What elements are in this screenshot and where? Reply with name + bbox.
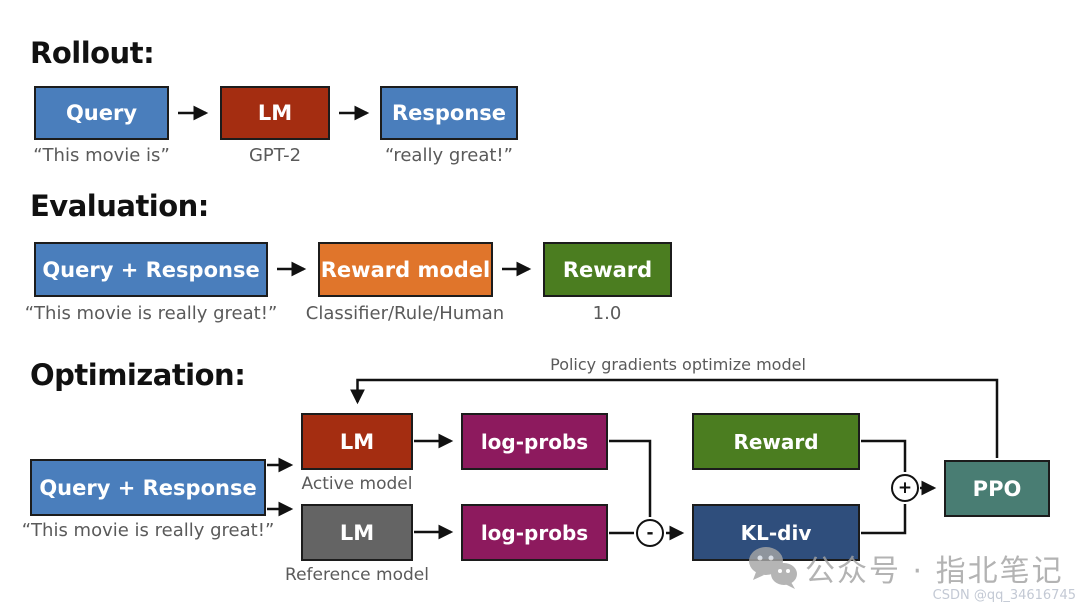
wire-kldiv-to-plus [861, 504, 907, 535]
rollout-lm-box: LM [220, 86, 330, 140]
rollout-query-box: Query [34, 86, 169, 140]
wire-reward-to-plus [861, 439, 907, 472]
wechat-icon [749, 547, 797, 589]
ppo-box: PPO [944, 460, 1050, 517]
reference-lm-box: LM [301, 504, 413, 561]
arrow-ppo-loop-to-active-lm [350, 378, 999, 458]
rollout-response-caption: “really great!” [385, 145, 513, 166]
kl-div-box: KL-div [692, 504, 860, 561]
evaluation-title: Evaluation: [30, 189, 209, 223]
active-lm-caption: Active model [301, 474, 413, 494]
logprobs-active-box: log-probs [461, 413, 608, 470]
optimization-qr-caption: “This movie is really great!” [21, 520, 275, 541]
wechat-watermark: 公众号 · 指北笔记 [747, 546, 1064, 590]
plus-junction: + [891, 474, 919, 502]
optimization-query-response-box: Query + Response [30, 459, 266, 516]
minus-junction: - [636, 519, 664, 547]
optimization-title: Optimization: [30, 358, 246, 392]
evaluation-reward-caption: 1.0 [592, 303, 622, 324]
policy-gradient-loop-label: Policy gradients optimize model [550, 355, 806, 374]
rollout-title: Rollout: [30, 36, 155, 70]
wechat-watermark-text: 公众号 · 指北笔记 [805, 554, 1064, 589]
reference-lm-caption: Reference model [285, 565, 429, 585]
evaluation-qr-caption: “This movie is really great!” [24, 303, 278, 324]
csdn-watermark-text: CSDN @qq_34616745 [932, 588, 1076, 603]
active-lm-box: LM [301, 413, 413, 470]
evaluation-reward-model-caption: Classifier/Rule/Human [305, 303, 505, 324]
evaluation-query-response-box: Query + Response [34, 242, 268, 297]
wire-logprobs-active-to-minus [609, 439, 652, 517]
evaluation-reward-model-box: Reward model [318, 242, 493, 297]
rollout-response-box: Response [380, 86, 518, 140]
logprobs-reference-box: log-probs [461, 504, 608, 561]
optimization-reward-box: Reward [692, 413, 860, 470]
rollout-lm-caption: GPT-2 [248, 145, 302, 166]
rollout-query-caption: “This movie is” [33, 145, 170, 166]
evaluation-reward-box: Reward [543, 242, 672, 297]
